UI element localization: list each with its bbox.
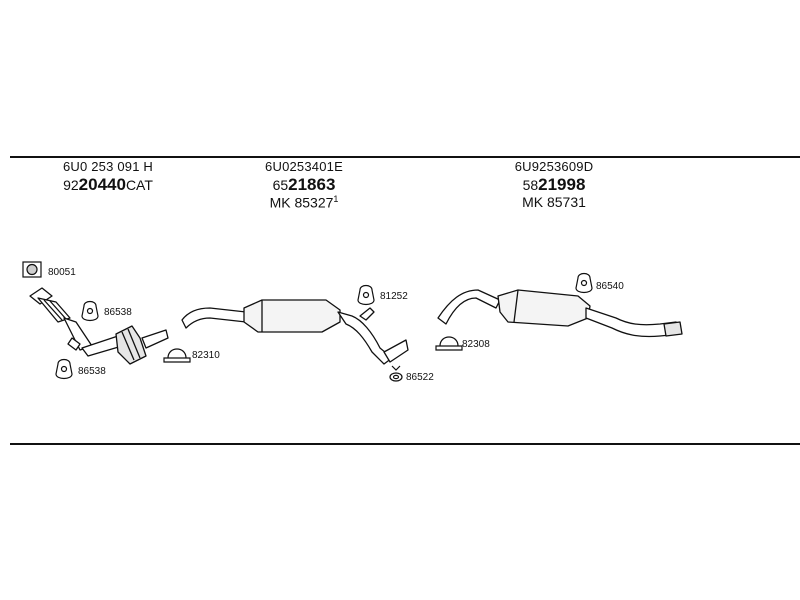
part-number: 9220440CAT [63,174,153,194]
part-code: 6U0253401E [265,159,343,174]
rubber-hanger-icon [357,284,375,306]
callout-86538-bottom: 86538 [78,366,106,377]
mk-number: MK 853271 [269,194,339,212]
part-label-middle: 6U0253401E 6521863 MK 853271 [244,159,364,212]
gasket-square-icon [22,261,42,278]
u-clamp-icon [163,348,191,363]
callout-86538-top: 86538 [104,307,132,318]
rubber-hanger-icon [81,300,99,322]
part-code: 6U0 253 091 H [62,159,154,174]
part-number: 5821998 [522,174,586,194]
callout-86522: 86522 [406,372,434,383]
mk-number: MK 85731 [522,194,586,211]
rubber-hanger-icon [55,358,73,380]
part-label-front: 6U0 253 091 H 9220440CAT [48,159,168,194]
callout-82308: 82308 [462,339,490,350]
hanger-ring-icon [389,365,403,382]
front-pipe-with-catalytic-converter [29,287,169,365]
callout-86540: 86540 [596,281,624,292]
callout-80051: 80051 [48,267,76,278]
part-label-rear: 6U9253609D 5821998 MK 85731 [494,159,614,211]
rear-silencer-with-tailpipe [437,289,683,338]
rubber-hanger-icon [575,272,593,294]
u-clamp-icon [435,336,463,351]
callout-82310: 82310 [192,350,220,361]
middle-pipe-with-silencer [181,299,409,365]
part-number: 6521863 [272,174,336,194]
callout-81252: 81252 [380,291,408,302]
part-code: 6U9253609D [514,159,594,174]
